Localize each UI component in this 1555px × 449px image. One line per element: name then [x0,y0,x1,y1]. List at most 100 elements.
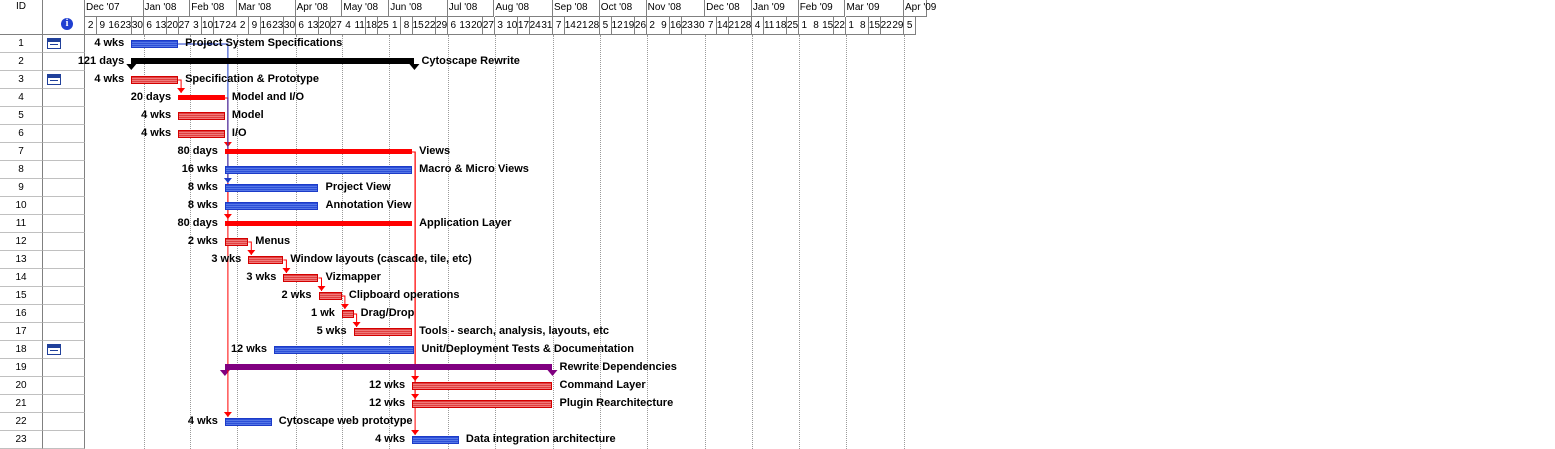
task-indicator-cell[interactable] [43,197,85,215]
task-indicator-cell[interactable] [43,341,85,359]
task-name: Application Layer [419,217,512,229]
task-bar[interactable] [283,274,319,282]
week-label: 16 [670,17,683,35]
week-label: 8 [400,17,414,35]
task-bar[interactable] [412,382,553,390]
summary-bar[interactable] [178,95,225,100]
task-bar[interactable] [131,76,179,84]
task-bar[interactable] [353,328,413,336]
task-bar[interactable] [224,184,319,192]
task-bar[interactable] [248,256,284,264]
task-bar[interactable] [224,418,272,426]
id-header-label: ID [16,1,26,12]
summary-bar[interactable] [224,364,553,370]
task-id-cell[interactable]: 13 [0,251,43,269]
task-bar[interactable] [178,112,225,120]
task-id-cell[interactable]: 1 [0,35,43,53]
week-label: 3 [494,17,507,35]
task-indicator-cell[interactable] [43,125,85,143]
task-id-cell[interactable]: 8 [0,161,43,179]
task-indicator-cell[interactable] [43,179,85,197]
task-id-cell[interactable]: 16 [0,305,43,323]
task-duration: 5 wks [316,325,347,337]
task-indicator-cell[interactable] [43,53,85,71]
task-bar[interactable] [224,166,413,174]
week-label: 25 [787,17,800,35]
month-gridline [845,35,847,449]
task-bar[interactable] [224,238,249,246]
task-name: Vizmapper [325,271,381,283]
task-indicator-cell[interactable] [43,251,85,269]
task-indicator-cell[interactable] [43,395,85,413]
summary-bar[interactable] [131,58,415,64]
task-id-cell[interactable]: 3 [0,71,43,89]
task-bar[interactable] [341,310,354,318]
task-indicator-cell[interactable] [43,233,85,251]
task-id-cell[interactable]: 5 [0,107,43,125]
week-label: 15 [822,17,835,35]
task-id-cell[interactable]: 18 [0,341,43,359]
week-label: 1 [845,17,858,35]
week-label: 29 [436,17,449,35]
note-icon[interactable] [47,38,61,49]
summary-bar[interactable] [224,149,413,154]
task-indicator-cell[interactable] [43,305,85,323]
task-indicator-cell[interactable] [43,413,85,431]
month-label: Jan '09 [751,0,799,17]
task-id-cell[interactable]: 15 [0,287,43,305]
task-indicator-cell[interactable] [43,35,85,53]
task-indicator-cell[interactable] [43,269,85,287]
week-label: 9 [248,17,261,35]
task-indicator-cell[interactable] [43,359,85,377]
task-bar[interactable] [178,130,225,138]
dependency-arrow [352,322,361,327]
task-id-cell[interactable]: 19 [0,359,43,377]
task-indicator-cell[interactable] [43,107,85,125]
month-gridline [389,35,391,449]
task-bar[interactable] [318,292,342,300]
task-duration: 4 wks [187,415,218,427]
week-label: 28 [588,17,601,35]
task-id-cell[interactable]: 21 [0,395,43,413]
task-id-cell[interactable]: 11 [0,215,43,233]
month-label: Oct '08 [599,0,647,17]
task-duration: 16 wks [181,163,218,175]
note-icon[interactable] [47,74,61,85]
summary-bar[interactable] [224,221,413,226]
task-indicator-cell[interactable] [43,71,85,89]
task-name: Menus [255,235,291,247]
task-indicator-cell[interactable] [43,377,85,395]
task-bar[interactable] [412,436,459,444]
task-id-cell[interactable]: 10 [0,197,43,215]
week-label: 15 [868,17,882,35]
task-indicator-cell[interactable] [43,89,85,107]
task-bar[interactable] [131,40,179,48]
task-name: Clipboard operations [348,289,460,301]
task-id-cell[interactable]: 2 [0,53,43,71]
id-column-header[interactable]: ID [0,0,43,35]
note-icon[interactable] [47,344,61,355]
task-id-cell[interactable]: 4 [0,89,43,107]
week-label: 5 [904,17,917,35]
task-id-cell[interactable]: 14 [0,269,43,287]
task-indicator-cell[interactable] [43,215,85,233]
task-indicator-cell[interactable] [43,287,85,305]
task-bar[interactable] [274,346,415,354]
task-id-cell[interactable]: 7 [0,143,43,161]
task-indicator-cell[interactable] [43,161,85,179]
task-indicator-cell[interactable] [43,143,85,161]
task-id-cell[interactable]: 6 [0,125,43,143]
task-bar[interactable] [224,202,319,210]
dependency-arrow [223,412,232,417]
task-bar[interactable] [412,400,553,408]
task-id-cell[interactable]: 9 [0,179,43,197]
week-label: 11 [354,17,367,35]
indicators-column-header[interactable]: i [43,0,85,35]
task-id-cell[interactable]: 22 [0,413,43,431]
week-label: 11 [763,17,776,35]
task-id-cell[interactable]: 12 [0,233,43,251]
task-indicator-cell[interactable] [43,323,85,341]
task-id-cell[interactable]: 17 [0,323,43,341]
task-id-cell[interactable]: 20 [0,377,43,395]
